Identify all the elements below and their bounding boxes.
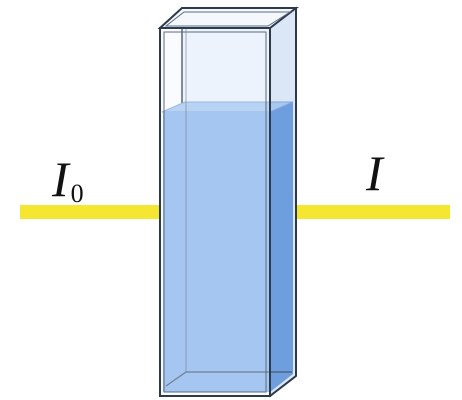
cuvette-bottom-edge [269, 375, 297, 397]
incident-intensity-label: I0 [51, 151, 84, 208]
transmitted-beam [290, 205, 450, 219]
transmitted-intensity-label: I [365, 145, 385, 201]
liquid-side [270, 102, 293, 392]
cuvette-front-wall [159, 27, 271, 397]
incident-intensity-subscript: 0 [71, 179, 84, 208]
incident-beam [20, 205, 160, 219]
cuvette-rim-inner [164, 11, 292, 27]
cuvette [157, 6, 299, 398]
liquid-front [163, 112, 270, 392]
cuvette-front-inner [163, 31, 267, 393]
